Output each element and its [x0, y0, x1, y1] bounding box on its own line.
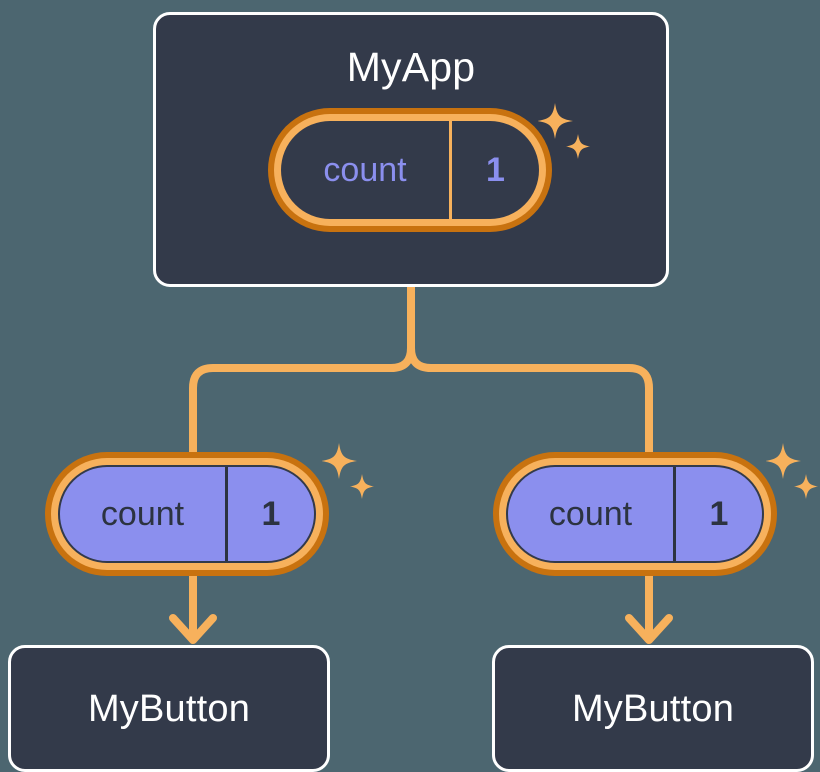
state-pill-child-left[interactable]: count 1: [45, 452, 329, 576]
state-pill-inner-ring: count 1: [499, 458, 771, 570]
component-label-mybutton-right: MyButton: [571, 687, 735, 730]
state-pill-inner-ring: count 1: [51, 458, 323, 570]
state-pill-body: count 1: [58, 465, 316, 563]
sparkle-icon-small: [794, 474, 818, 499]
chevron-arrow-down-icon-left: [169, 614, 217, 644]
sparkle-icon-large: [766, 443, 801, 479]
component-label-mybutton-left: MyButton: [87, 687, 251, 730]
connector-left-branch: [189, 283, 415, 456]
state-key-myapp: count: [281, 121, 452, 219]
state-pill-body: count 1: [281, 121, 539, 219]
state-key-left: count: [60, 467, 228, 561]
state-pill-child-right[interactable]: count 1: [493, 452, 777, 576]
component-label-myapp: MyApp: [346, 44, 476, 90]
state-value-myapp: 1: [486, 150, 505, 189]
sparkle-icon-small: [350, 474, 374, 499]
component-box-mybutton-right[interactable]: MyButton: [492, 645, 814, 772]
state-value-left: 1: [261, 494, 281, 533]
sparkle-icon-large: [322, 443, 357, 479]
state-key-right: count: [508, 467, 676, 561]
sparkle-group-left: [322, 443, 374, 499]
state-value-right: 1: [709, 494, 729, 533]
chevron-arrow-down-icon-right: [625, 614, 673, 644]
state-pill-myapp[interactable]: count 1: [268, 108, 552, 232]
state-pill-body: count 1: [506, 465, 764, 563]
state-pill-inner-ring: count 1: [274, 114, 546, 226]
component-box-mybutton-left[interactable]: MyButton: [8, 645, 330, 772]
connector-right-branch: [407, 283, 653, 456]
